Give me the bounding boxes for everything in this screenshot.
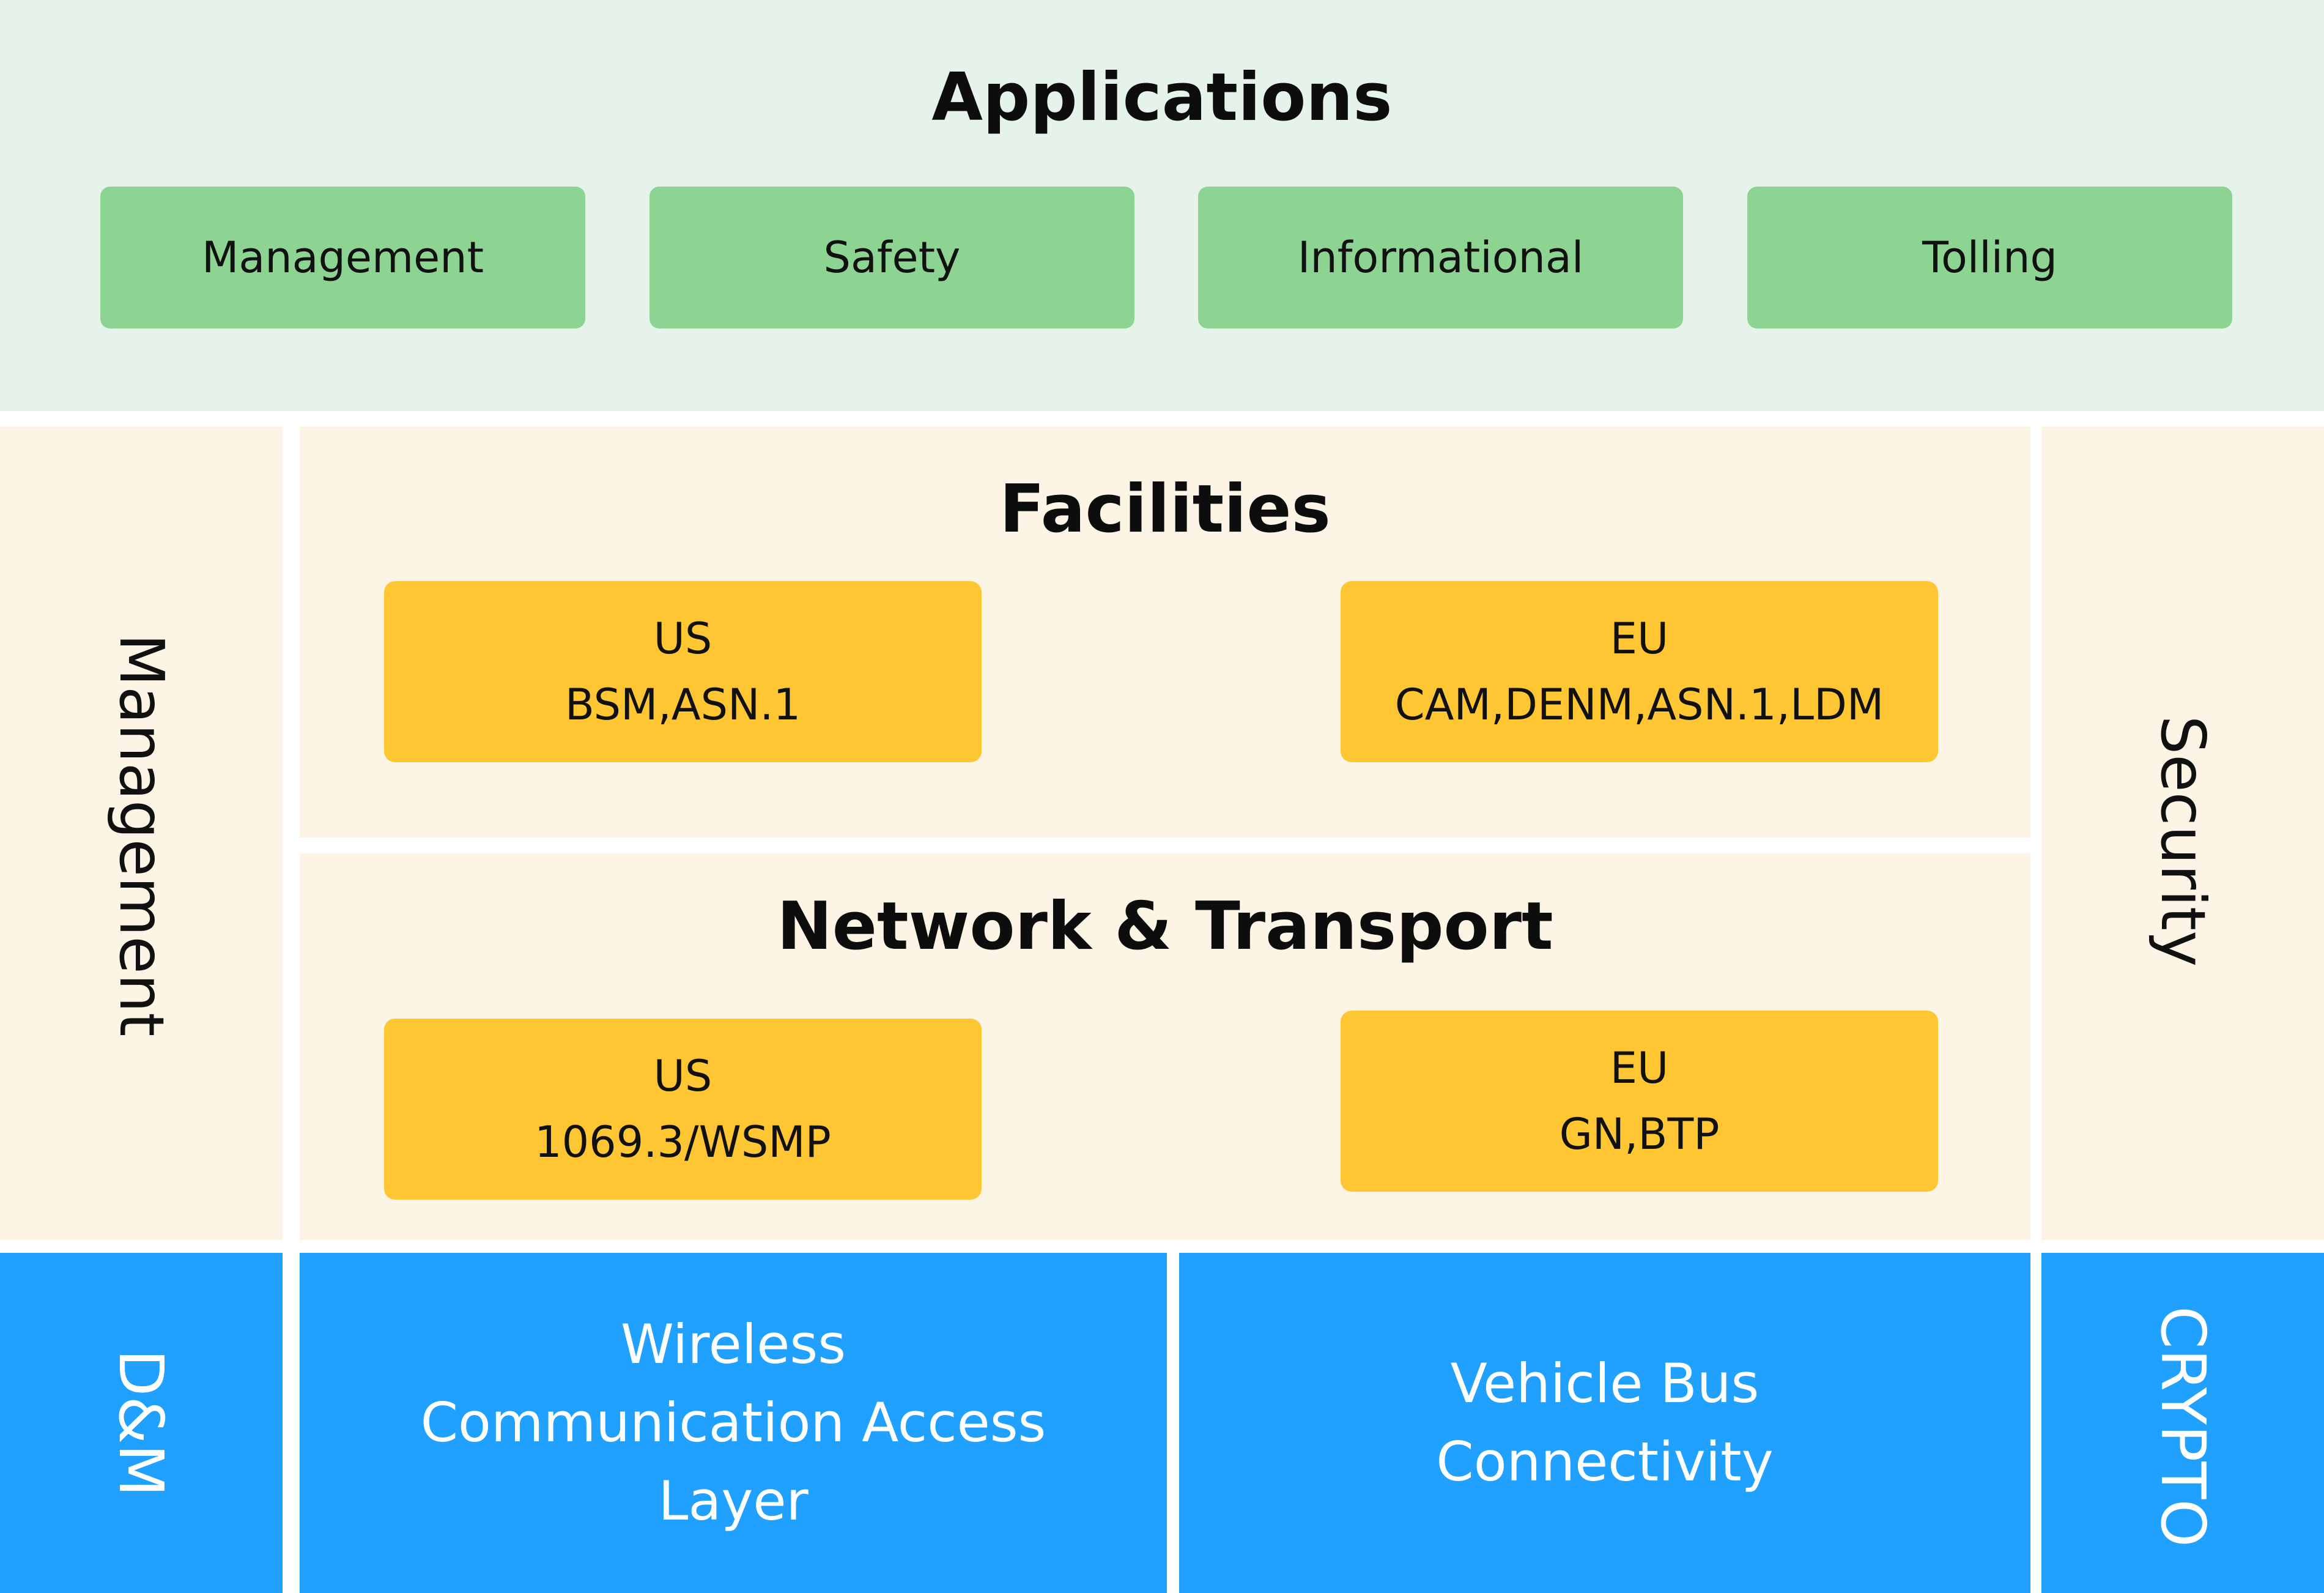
network-transport-panel: Network & Transport US 1069.3/WSMP EU GN… [300,853,2030,1240]
app-safety-box: Safety [649,187,1134,329]
network-eu-region: EU [1610,1043,1669,1093]
facilities-eu-detail: CAM,DENM,ASN.1,LDM [1394,680,1884,730]
network-us-detail: 1069.3/WSMP [535,1117,831,1167]
app-management-label: Management [201,232,484,283]
wireless-line-3: Layer [658,1469,809,1532]
network-eu-box: EU GN,BTP [1341,1011,1938,1192]
network-eu-detail: GN,BTP [1559,1109,1720,1159]
app-tolling-label: Tolling [1922,232,2057,283]
security-side-label: Security [2147,715,2219,967]
vehicle-line-2: Connectivity [1436,1430,1774,1493]
applications-panel: Applications Management Safety Informati… [0,0,2324,411]
facilities-eu-region: EU [1610,614,1669,664]
management-side-label: Management [106,633,177,1037]
wireless-line-2: Communication Access [420,1391,1046,1454]
crypto-block: CRYPTO [2041,1253,2324,1593]
facilities-us-box: US BSM,ASN.1 [384,581,982,762]
wireless-access-block: Wireless Communication Access Layer [300,1253,1167,1593]
facilities-eu-box: EU CAM,DENM,ASN.1,LDM [1341,581,1938,762]
app-informational-box: Informational [1198,187,1683,329]
crypto-label: CRYPTO [2147,1305,2219,1548]
management-column: Management [0,426,283,1240]
wireless-line-1: Wireless [620,1313,846,1376]
facilities-title: Facilities [999,471,1331,548]
applications-title: Applications [931,59,1393,136]
dm-block: D&M [0,1253,283,1593]
network-transport-title: Network & Transport [777,888,1553,965]
app-management-box: Management [100,187,585,329]
app-safety-label: Safety [823,232,961,283]
app-tolling-box: Tolling [1747,187,2232,329]
network-us-region: US [653,1051,712,1101]
vehicle-line-1: Vehicle Bus [1450,1352,1760,1415]
facilities-panel: Facilities US BSM,ASN.1 EU CAM,DENM,ASN.… [300,426,2030,837]
app-informational-label: Informational [1297,232,1584,283]
facilities-us-detail: BSM,ASN.1 [564,680,801,730]
network-us-box: US 1069.3/WSMP [384,1019,982,1200]
dm-label: D&M [105,1349,177,1497]
facilities-us-region: US [653,614,712,664]
security-column: Security [2041,426,2324,1240]
vehicle-bus-block: Vehicle Bus Connectivity [1179,1253,2030,1593]
